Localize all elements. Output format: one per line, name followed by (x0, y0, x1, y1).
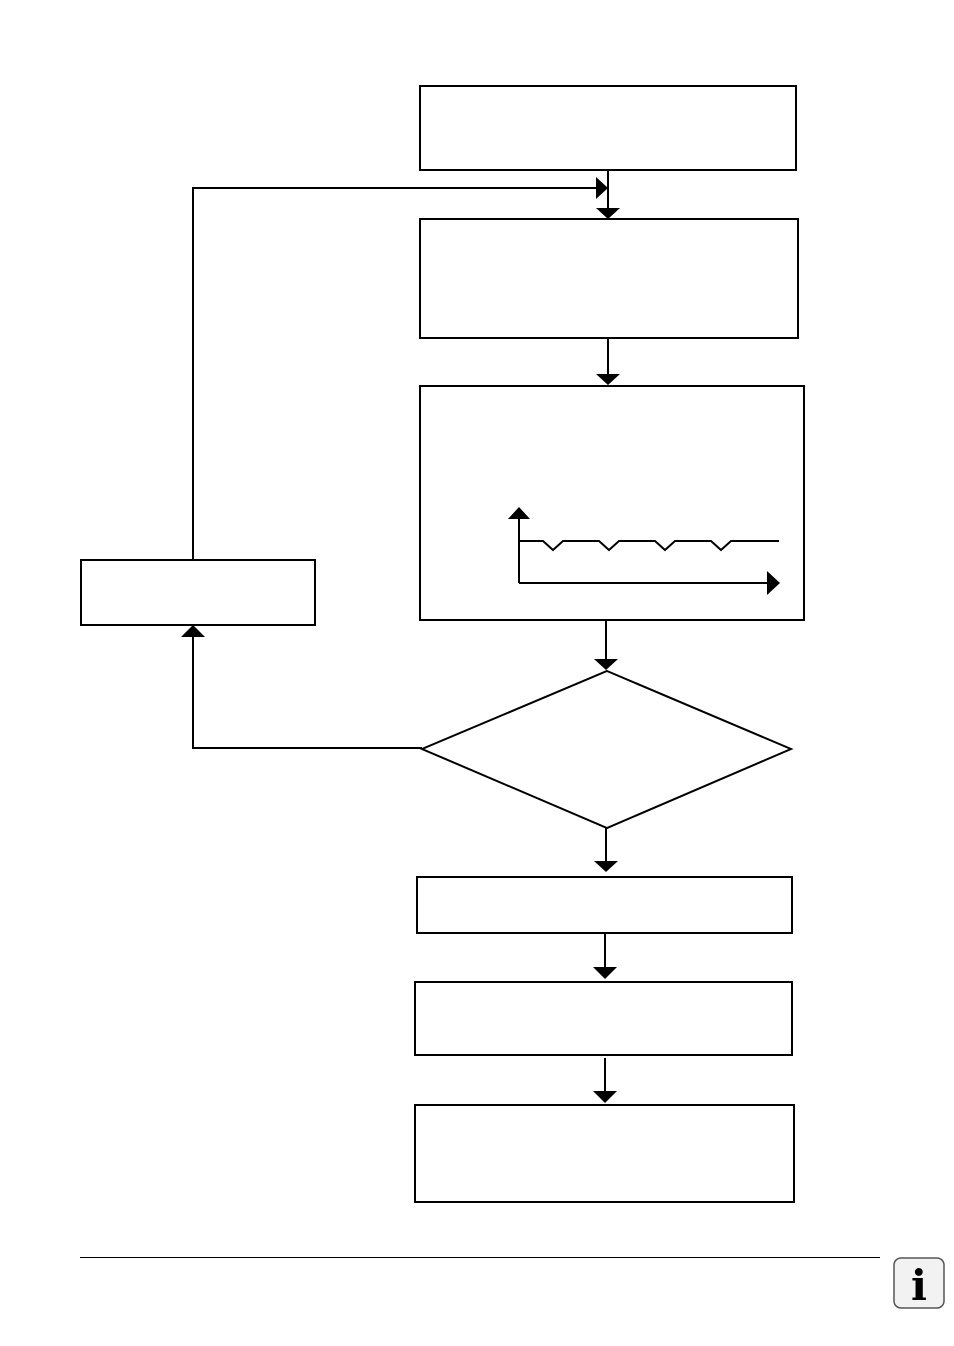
step-1-box (419, 85, 797, 171)
info-glyph: i (911, 1261, 927, 1309)
decision-diamond (419, 669, 794, 830)
mini-graph (508, 507, 780, 595)
connector-step1-step2 (596, 170, 620, 219)
connector-decision-loop (181, 625, 422, 749)
connector-step5-step6 (593, 1058, 617, 1103)
step-4-box (416, 876, 793, 934)
loop-step-box (80, 559, 316, 626)
loop-return-connector (192, 177, 608, 559)
connector-step2-step3 (596, 338, 620, 385)
connector-decision-step4 (594, 828, 618, 872)
step-6-box (414, 1104, 795, 1203)
mini-graph-x-arrow (767, 571, 780, 595)
connector-step3-decision (594, 621, 618, 670)
mini-graph-y-arrow (508, 507, 530, 519)
connector-step4-step5 (593, 933, 617, 979)
footer-rule (80, 1257, 880, 1258)
step-5-box (414, 981, 793, 1056)
step-2-box (419, 218, 799, 339)
mini-graph-signal (519, 540, 779, 552)
info-icon: i (893, 1257, 945, 1309)
step-3-graph-box (419, 385, 805, 621)
